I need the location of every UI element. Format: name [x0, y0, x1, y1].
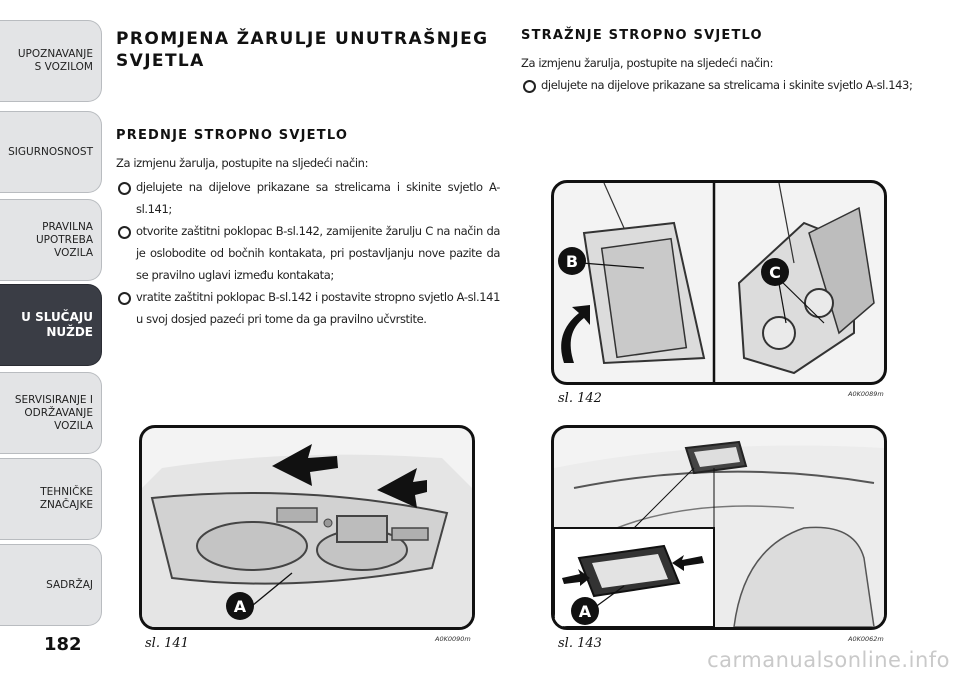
bullet-list-front: djelujete na dijelove prikazane sa strel… — [116, 176, 500, 330]
label-a-143: A — [571, 597, 599, 625]
tab-sadrzaj[interactable]: SADRŽAJ — [0, 544, 102, 626]
tab-servisiranje[interactable]: SERVISIRANJE I ODRŽAVANJE VOZILA — [0, 372, 102, 454]
label-b-142: B — [558, 247, 586, 275]
section-title-front: PREDNJE STROPNO SVJETLO — [116, 128, 349, 143]
bulb-replacement-illustration — [561, 183, 875, 382]
bullet-item: djelujete na dijelove prikazane sa strel… — [521, 74, 921, 96]
figure-143 — [551, 425, 887, 630]
caption-141: sl. 141 — [145, 636, 189, 651]
tab-sigurnosnost[interactable]: SIGURNOSNOST — [0, 111, 102, 193]
watermark: carmanualsonline.info — [707, 648, 950, 672]
caption-143: sl. 143 — [558, 636, 602, 651]
code-143: A0K0062m — [848, 635, 884, 643]
bullet-item: vratite zaštitni poklopac B-sl.142 i pos… — [116, 286, 500, 330]
figure-141 — [139, 425, 475, 630]
tab-pravilna-upotreba[interactable]: PRAVILNA UPOTREBA VOZILA — [0, 199, 102, 281]
label-a-141: A — [226, 592, 254, 620]
page-title: PROMJENA ŽARULJE UNUTRAŠNJEG SVJETLA — [116, 29, 489, 71]
section-title-rear: STRAŽNJE STROPNO SVJETLO — [521, 28, 763, 43]
caption-142: sl. 142 — [558, 391, 602, 406]
page-number: 182 — [44, 634, 82, 655]
tab-tehnicke-znacajke[interactable]: TEHNIČKE ZNAČAJKE — [0, 458, 102, 540]
front-ceiling-light-illustration — [142, 444, 472, 627]
tab-u-slucaju-nuzde[interactable]: U SLUČAJU NUŽDE — [0, 284, 102, 366]
intro-rear: Za izmjenu žarulja, postupite na sljedeć… — [521, 56, 774, 70]
code-142: A0K0089m — [848, 390, 884, 398]
label-c-142: C — [761, 258, 789, 286]
tab-upoznavanje[interactable]: UPOZNAVANJE S VOZILOM — [0, 20, 102, 102]
intro-front: Za izmjenu žarulja, postupite na sljedeć… — [116, 156, 369, 170]
bullet-item: djelujete na dijelove prikazane sa strel… — [116, 176, 500, 220]
figure-142 — [551, 180, 887, 385]
bullet-list-rear: djelujete na dijelove prikazane sa strel… — [521, 74, 921, 96]
bullet-item: otvorite zaštitni poklopac B-sl.142, zam… — [116, 220, 500, 286]
rear-ceiling-light-illustration — [554, 440, 884, 627]
code-141: A0K0090m — [435, 635, 471, 643]
